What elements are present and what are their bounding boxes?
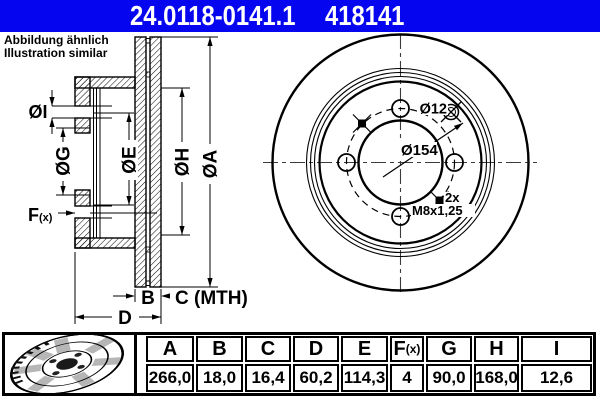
label-dia-i: ØI [28,102,47,122]
value-b: 18,0 [196,364,243,392]
label-fx: (x) [39,212,53,224]
col-header-f-sub: (x) [405,342,421,356]
label-dia-a: ØA [201,149,222,178]
label-dia-g: ØG [54,146,75,176]
disc-circles [271,33,530,292]
table-divider [134,335,137,393]
col-header-f: F(x) [390,336,424,362]
value-c: 16,4 [245,364,291,392]
outer-diameter-circle [271,33,530,292]
label-f: F [28,205,39,225]
label-b: B [141,288,155,309]
col-header-c: C [245,336,291,362]
col-header-f-main: F [393,337,406,360]
col-header-a: A [146,336,194,362]
label-dia-e: ØE [120,146,141,173]
similarity-note: Abbildung ähnlich Illustration similar [4,34,109,60]
bolt-circle [345,107,456,218]
value-d: 60,2 [293,364,339,392]
col-header-b: B [196,336,243,362]
label-thread-spec: M8x1,25 [412,203,463,218]
col-header-h: H [474,336,519,362]
label-f-x: F(x) [28,205,53,225]
cross-section-view: ØI ØG ØE ØH ØA F(x) B C (MTH) D [28,36,248,329]
bolt-holes [337,99,464,226]
label-thread-count: 2x [445,190,460,205]
flange-seg-1 [74,76,91,107]
vent-rib-top [145,71,151,78]
label-dia-h: ØH [173,148,194,177]
front-view: Ø12 Ø154 2x M8x1,25 [263,33,537,296]
label-backplates [54,140,219,184]
col-header-e: E [341,336,388,362]
value-h: 168,0 [474,364,519,392]
value-i: 12,6 [521,364,592,392]
part-number: 24.0118-0141.1 [130,0,296,31]
col-header-i: I [521,336,592,362]
label-bolt-circle-dia: Ø154 [401,142,438,159]
dimension-arrowheads [49,37,213,320]
col-header-g: G [426,336,472,362]
front-label-backplates [399,101,475,217]
note-line-en: Illustration similar [4,46,108,60]
label-pin-hole-dia: Ø12 [420,102,447,118]
value-g: 90,0 [426,364,472,392]
flange-seg-2 [74,117,91,134]
note-line-de: Abbildung ähnlich [4,33,109,47]
label-c-mth: C (MTH) [175,288,248,309]
vent-rib-bottom [145,246,151,253]
flange-seg-4 [74,217,91,249]
value-e: 114,3 [341,364,388,392]
article-number: 418141 [325,0,405,31]
label-d: D [118,308,132,329]
friction-plate-inner [149,36,162,288]
section-material [74,36,162,288]
technical-drawing: ØI ØG ØE ØH ØA F(x) B C (MTH) D [28,33,537,329]
hat-edge-circle [318,80,483,245]
dimension-grid: A B C D E F(x) G H I 266,0 18,0 16,4 60,… [146,336,592,392]
value-f: 4 [390,364,424,392]
center-bore-circle [357,119,444,206]
dimension-table-strip: A B C D E F(x) G H I 266,0 18,0 16,4 60,… [2,332,596,396]
col-header-d: D [293,336,339,362]
brake-disc-icon [10,335,124,393]
flange-seg-3 [74,189,91,207]
title-bar: 24.0118-0141.1 418141 [0,0,600,32]
value-a: 266,0 [146,364,194,392]
